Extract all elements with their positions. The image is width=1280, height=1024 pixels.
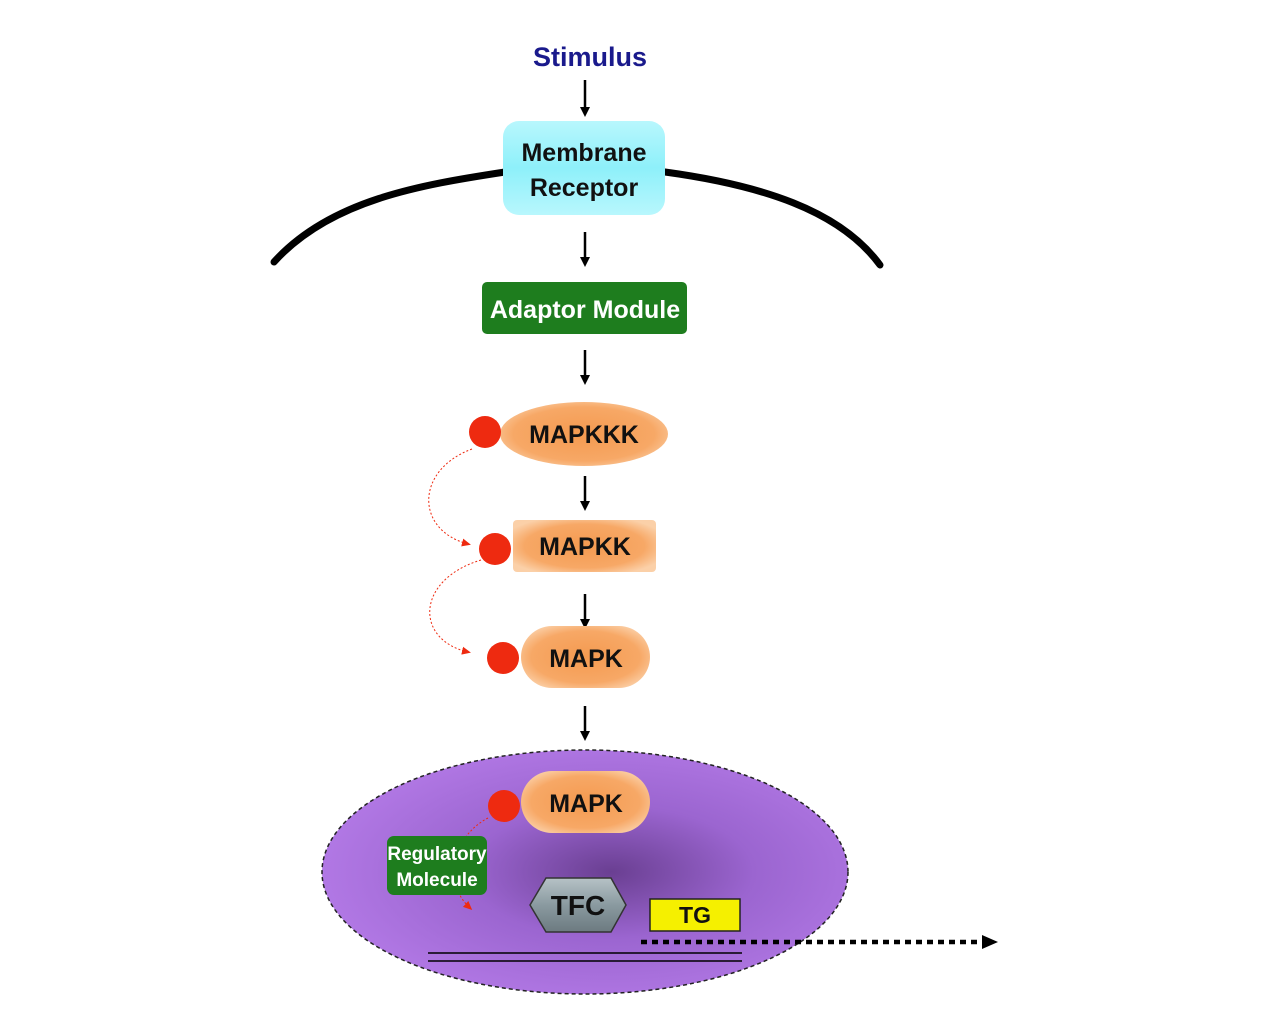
cell-membrane-left — [270, 168, 509, 266]
phospho-dot-mapkkk — [469, 416, 501, 448]
adaptor-module: Adaptor Module — [482, 282, 687, 334]
regulatory-molecule: Regulatory Molecule — [387, 836, 487, 895]
mapk-label: MAPK — [549, 645, 623, 673]
stimulus-label: Stimulus — [533, 42, 647, 72]
regulatory-label-line2: Molecule — [396, 870, 477, 891]
tfc-label: TFC — [551, 890, 605, 921]
phosphorylation-arrow-1 — [428, 448, 473, 547]
tg-label: TG — [679, 902, 711, 928]
tfc-node: TFC — [529, 877, 627, 933]
phospho-dot-mapkk — [479, 533, 511, 565]
nucleus — [321, 749, 849, 995]
tg-node: TG — [649, 898, 741, 932]
mapk-node: MAPK — [521, 626, 650, 688]
mapkk-label: MAPKK — [539, 533, 631, 561]
mapkkk-label: MAPKKK — [529, 421, 639, 449]
adaptor-label: Adaptor Module — [490, 296, 680, 324]
receptor-label-line1: Membrane — [521, 139, 646, 167]
phospho-dot-nuclear-mapk — [488, 790, 520, 822]
phosphorylation-arrow-2 — [429, 559, 482, 655]
mapkk-node: MAPKK — [513, 520, 656, 572]
phospho-dot-mapk — [487, 642, 519, 674]
receptor-label-line2: Receptor — [530, 174, 639, 202]
regulatory-label-line1: Regulatory — [387, 844, 487, 865]
cell-membrane-right — [661, 168, 884, 269]
nuclear-mapk-label: MAPK — [549, 790, 623, 818]
mapkkk-node: MAPKKK — [500, 402, 668, 466]
membrane-receptor: Membrane Receptor — [503, 121, 665, 215]
nuclear-mapk-node: MAPK — [521, 771, 650, 833]
